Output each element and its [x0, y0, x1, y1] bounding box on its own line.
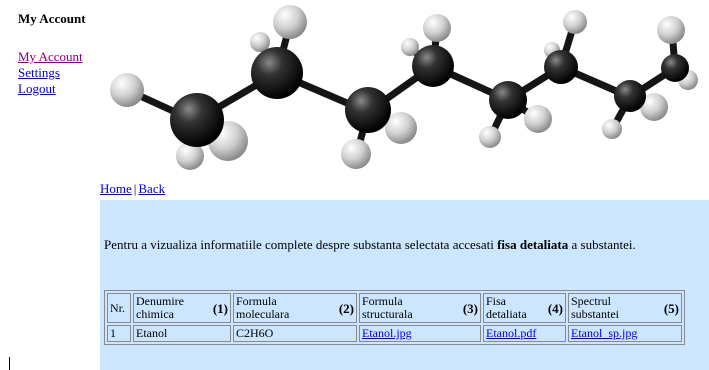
header-number: (5): [663, 300, 679, 316]
header-col-4: Fisa detaliata (4): [483, 293, 566, 323]
table-row: 1 Etanol C2H6O Etanol.jpg Etanol.pdf Eta…: [107, 325, 682, 342]
header-number: (1): [212, 300, 228, 316]
header-number: (4): [547, 300, 563, 316]
settings-link[interactable]: Settings: [18, 65, 60, 80]
header-col-5: Spectrul substantei (5): [568, 293, 682, 323]
intro-text-after: a substantei.: [568, 237, 636, 252]
cell-formula: C2H6O: [233, 325, 357, 342]
header-nr: Nr.: [107, 293, 131, 323]
logout-link[interactable]: Logout: [18, 81, 56, 96]
header-col-2: Formula moleculara (2): [233, 293, 357, 323]
header-label: Spectrul substantei: [571, 294, 619, 321]
molecule-banner-image: [110, 5, 698, 170]
header-number: (3): [462, 300, 478, 316]
header-label: Formula moleculara: [236, 294, 290, 321]
cell-name: Etanol: [133, 325, 231, 342]
my-account-link[interactable]: My Account: [18, 49, 83, 64]
intro-text: Pentru a vizualiza informatiile complete…: [104, 237, 694, 253]
content-panel: Pentru a vizualiza informatiile complete…: [100, 200, 709, 370]
intro-text-before: Pentru a vizualiza informatiile complete…: [104, 237, 498, 252]
home-link[interactable]: Home: [100, 181, 132, 196]
header-col-1: Denumire chimica (1): [133, 293, 231, 323]
back-link[interactable]: Back: [138, 181, 166, 196]
substance-table: Nr. Denumire chimica (1) Formula molecula…: [104, 290, 685, 345]
header-label: Formula structurala: [362, 294, 413, 321]
carbon-atoms: [170, 45, 689, 147]
cell-nr: 1: [107, 325, 131, 342]
breadcrumb-separator: |: [133, 181, 137, 196]
header-label: Denumire chimica: [136, 294, 184, 321]
spectrum-link[interactable]: Etanol_sp.jpg: [571, 326, 638, 340]
table-header-row: Nr. Denumire chimica (1) Formula molecula…: [107, 293, 682, 323]
detail-sheet-link[interactable]: Etanol.pdf: [486, 326, 537, 340]
cell-spectrum: Etanol_sp.jpg: [568, 325, 682, 342]
header-col-3: Formula structurala (3): [359, 293, 481, 323]
structural-formula-link[interactable]: Etanol.jpg: [362, 326, 412, 340]
sidebar-nav: My Account Settings Logout: [18, 49, 83, 97]
cell-structural: Etanol.jpg: [359, 325, 481, 342]
header-label: Fisa detaliata: [486, 294, 527, 321]
cell-sheet: Etanol.pdf: [483, 325, 566, 342]
hydrogen-atoms: [110, 5, 698, 170]
account-title: My Account: [18, 11, 86, 26]
divider-line: [9, 357, 10, 370]
breadcrumb: Home|Back: [100, 181, 165, 197]
header-number: (2): [338, 300, 354, 316]
intro-bold: fisa detaliata: [497, 237, 569, 252]
